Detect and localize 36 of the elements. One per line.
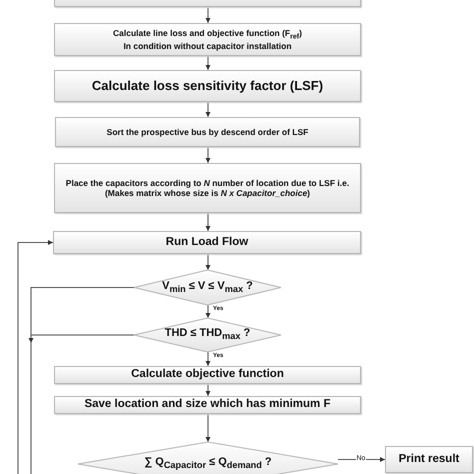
arrow: [18, 240, 54, 474]
arrow: [206, 414, 210, 442]
arrow: [206, 212, 210, 232]
step-text: Run Load Flow: [166, 236, 248, 250]
process-box: [54, 23, 361, 56]
arrow: [206, 102, 210, 118]
step-text: Calculate loss sensitivity factor (LSF): [92, 78, 324, 94]
condition-text: THD ≤ THD$_{max}$ ?: [164, 327, 250, 343]
arrow: [28, 334, 134, 344]
condition-text: V$_{min}$ ≤ V ≤ V$_{max}$ ?: [162, 280, 253, 296]
arrow: [206, 146, 210, 164]
step-text: Save location and size which has minimum F: [84, 398, 331, 412]
decision-diamond: [134, 270, 281, 305]
arrow: [206, 304, 210, 318]
step-text: Place the capacitors according to N number of location due to LSF i.e. (Makes matrix whose size is N x Capacitor_choice): [64, 178, 350, 198]
condition-text: ∑ Q$_{Capacitor}$ ≤ Q$_{demand}$ ?: [144, 456, 272, 472]
arrow: [206, 6, 210, 24]
step-text: In condition without capacitor installation: [123, 40, 292, 52]
decision-diamond: [78, 442, 338, 474]
arrow: [206, 56, 210, 70]
decision-diamond: [134, 318, 281, 352]
arrow: [338, 457, 386, 462]
step-text: Calculate objective function: [131, 368, 284, 382]
process-box: [55, 117, 360, 147]
arrow: [206, 384, 210, 396]
process-box: [54, 366, 361, 384]
arrow: [206, 254, 210, 270]
process-box: [54, 70, 361, 102]
process-box: [54, 396, 361, 414]
process-box: [53, 231, 361, 254]
process-box: [385, 446, 473, 473]
step-text: Calculate line loss and objective function (F$_{ref}$): [112, 28, 302, 41]
step-text: Print result: [398, 452, 460, 466]
arrow: [206, 352, 210, 366]
process-box: [54, 163, 361, 213]
step-text: Sort the prospective bus by descend order of LSF: [106, 126, 308, 138]
